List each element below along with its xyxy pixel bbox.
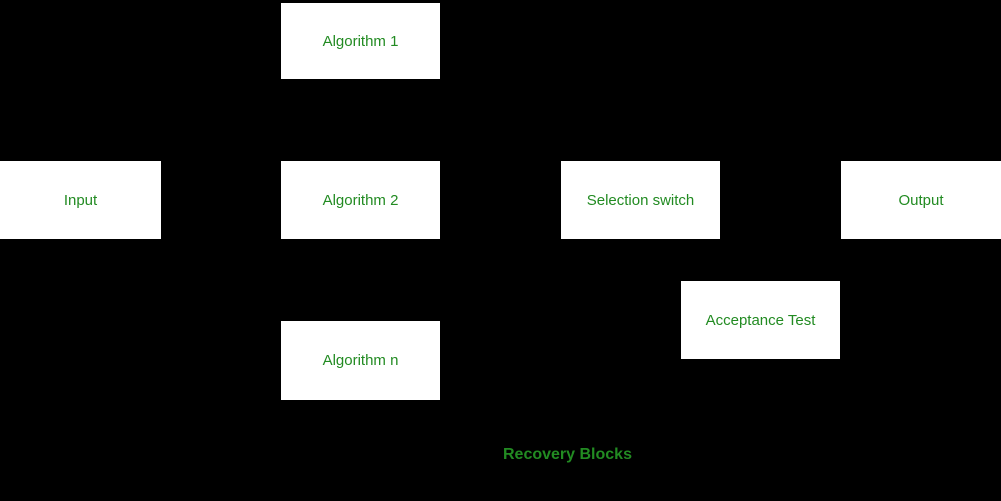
node-input: Input <box>0 161 161 239</box>
node-selection-switch: Selection switch <box>561 161 720 239</box>
node-output: Output <box>841 161 1001 239</box>
node-algorithm-n: Algorithm n <box>281 321 440 400</box>
node-algorithm-1: Algorithm 1 <box>281 3 440 79</box>
node-algorithm-2: Algorithm 2 <box>281 161 440 239</box>
node-acceptance-test: Acceptance Test <box>681 281 840 359</box>
diagram-caption: Recovery Blocks <box>503 446 632 463</box>
